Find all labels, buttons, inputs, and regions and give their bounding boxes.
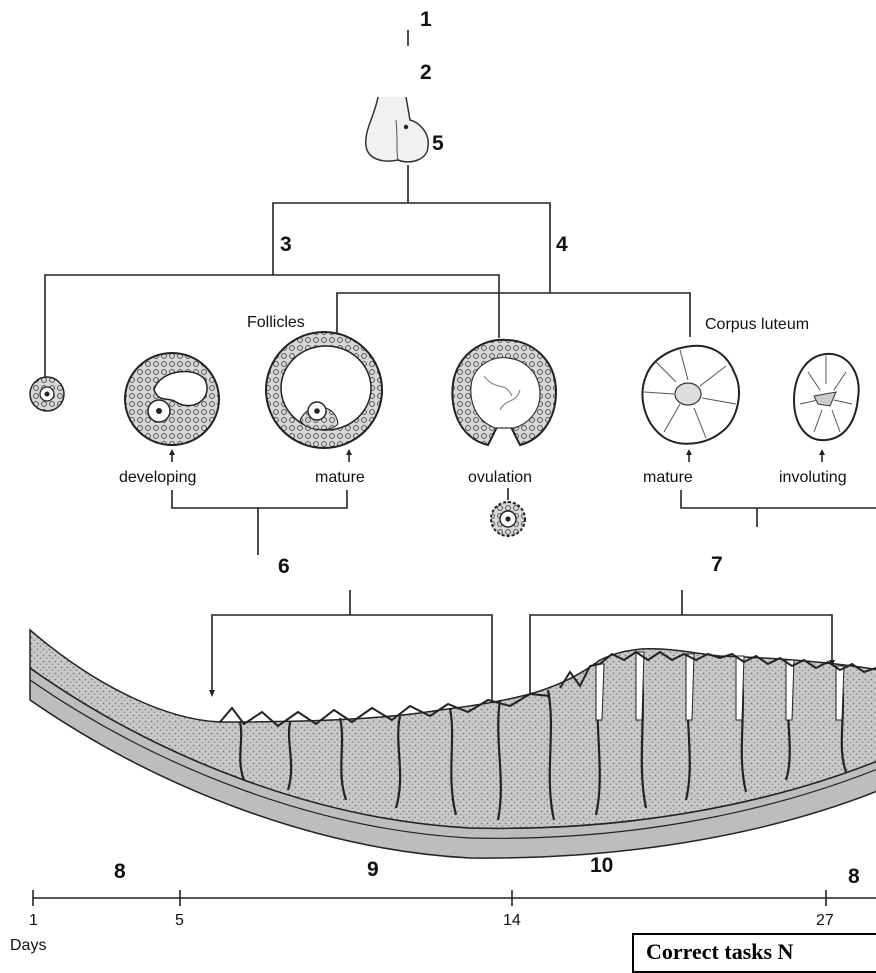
label-10: 10 (590, 854, 613, 877)
pituitary-gland-drawing (366, 97, 428, 162)
mature-follicle-drawing (266, 332, 382, 448)
follicular-bracket (172, 490, 347, 555)
arrow-heads (169, 449, 825, 455)
corpus-luteum-label: Corpus luteum (705, 316, 809, 333)
label-2: 2 (420, 61, 432, 84)
follicles-label: Follicles (247, 314, 305, 331)
label-5: 5 (432, 132, 444, 155)
correct-tasks-box: Correct tasks N (632, 933, 876, 973)
label-8-start: 8 (114, 860, 126, 883)
mature-follicle-label: mature (315, 469, 365, 486)
day-label-1: 1 (29, 912, 38, 929)
label-4: 4 (556, 233, 568, 256)
pituitary-branch-lines (273, 165, 550, 262)
ovulating-follicle-drawing (452, 340, 556, 445)
day-label-14: 14 (503, 912, 521, 929)
label-8-end: 8 (848, 865, 860, 888)
mature-corpus-luteum-drawing (643, 346, 739, 444)
day-label-5: 5 (175, 912, 184, 929)
label-6: 6 (278, 555, 290, 578)
developing-follicle-drawing (125, 353, 219, 445)
involuting-label: involuting (779, 469, 847, 486)
luteal-bracket (681, 490, 876, 527)
released-ovum-drawing (491, 488, 525, 536)
day-label-27: 27 (816, 912, 834, 929)
endometrium-section-drawing (30, 630, 876, 858)
ovulation-label: ovulation (468, 469, 532, 486)
days-axis-label: Days (10, 937, 46, 954)
mature-corpus-luteum-label: mature (643, 469, 693, 486)
label-9: 9 (367, 858, 379, 881)
hormone-4-lines (337, 262, 690, 337)
hormone-6-bracket (212, 590, 492, 710)
involuting-corpus-luteum-drawing (794, 354, 859, 440)
label-1: 1 (420, 8, 432, 31)
developing-label: developing (119, 469, 196, 486)
label-3: 3 (280, 233, 292, 256)
hormone-3-lines (45, 227, 499, 385)
days-axis (33, 890, 876, 906)
label-7: 7 (711, 553, 723, 576)
follicle-arrows (172, 452, 822, 462)
primordial-follicle-drawing (30, 377, 64, 411)
